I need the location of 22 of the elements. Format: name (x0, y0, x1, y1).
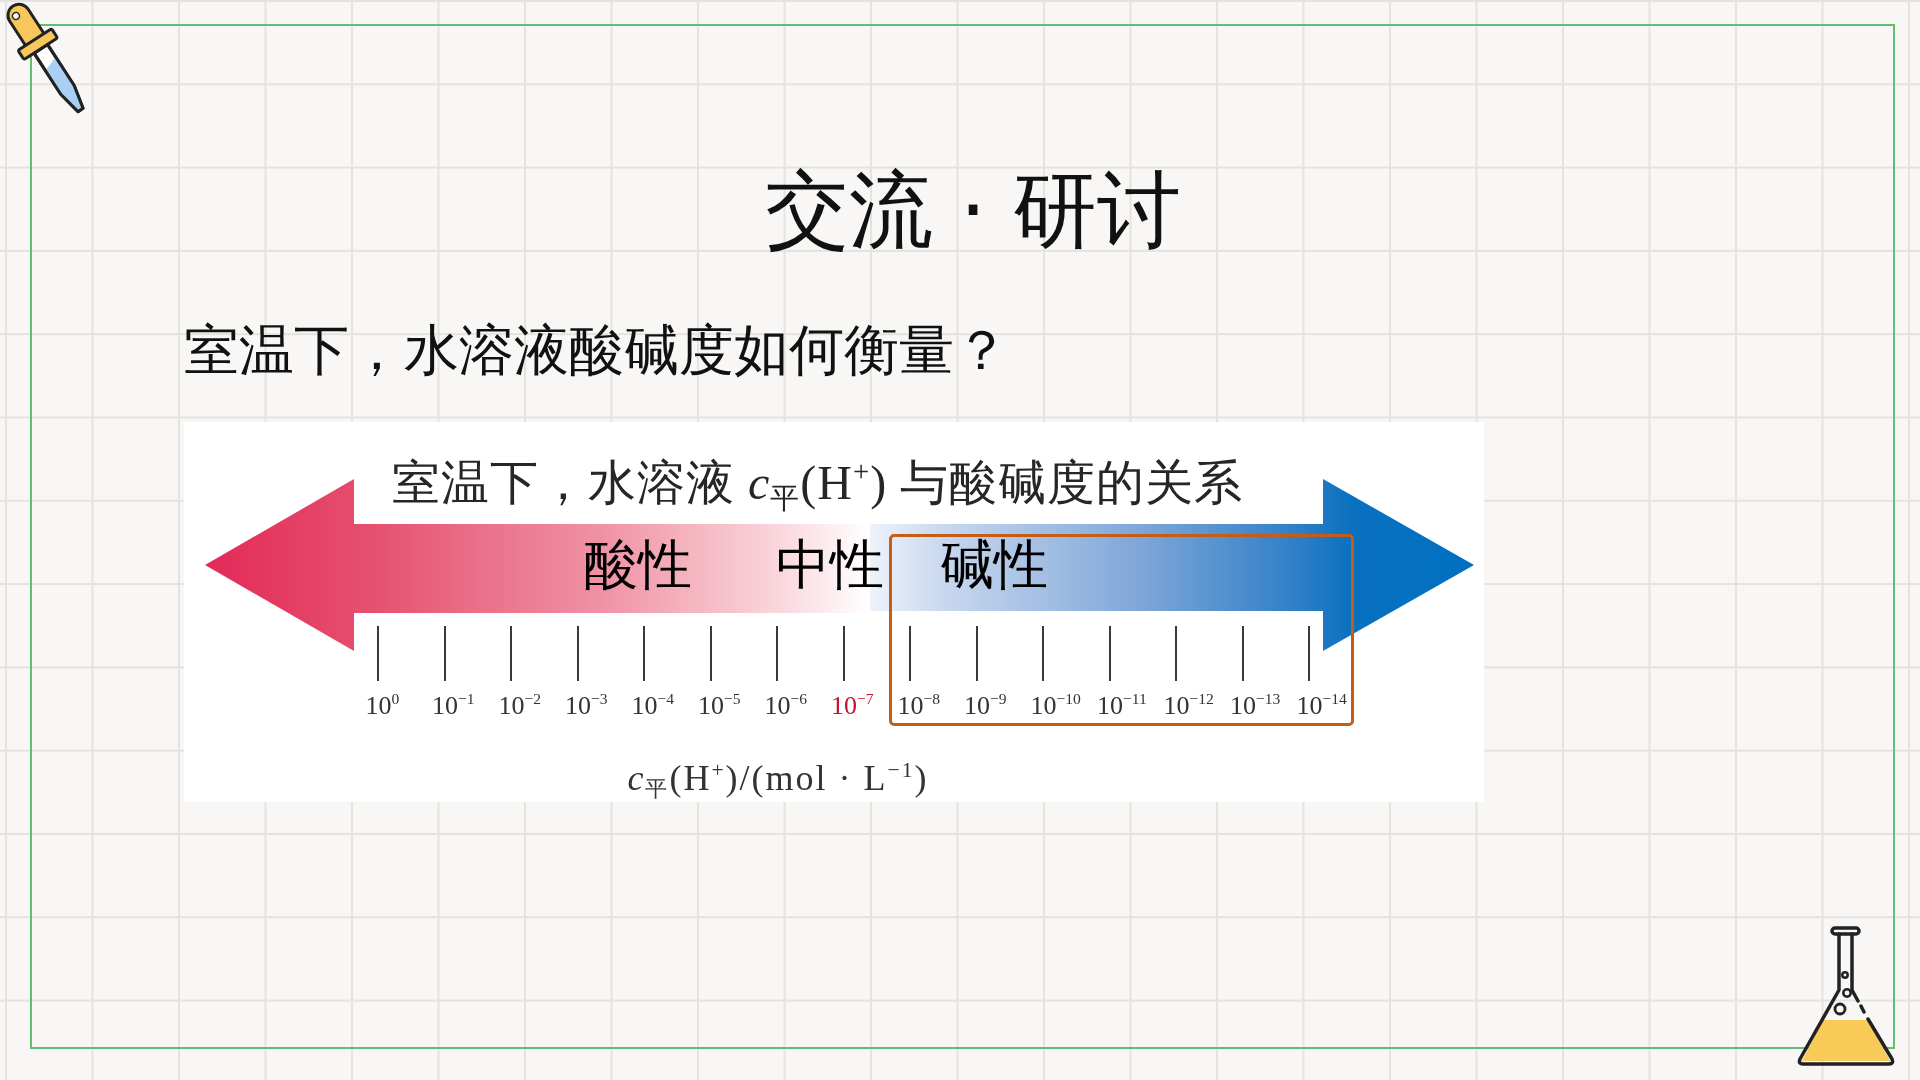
tick-label: 10$^{−9}$ (963, 689, 1007, 723)
tick-label: 10$^{−13}$ (1229, 689, 1281, 723)
tick-label: 10$^{−11}$ (1096, 689, 1147, 723)
axis-label: c$_{平}$(H$^{+}$)/(mol · L$^{−1}$) (627, 756, 929, 804)
slide-title: 交流 · 研讨 (764, 163, 1182, 257)
tick-label: 10$^{0}$ (365, 689, 400, 723)
tick-label: 10$^{−8}$ (897, 689, 940, 723)
tick-label: 10$^{−4}$ (631, 689, 674, 723)
tick-label: 10$^{−12}$ (1163, 689, 1214, 723)
scale-label: 中性 (776, 538, 884, 592)
tick-label: 10$^{−3}$ (564, 689, 608, 723)
scale-label: 酸性 (584, 538, 692, 592)
tick-label: 10$^{−2}$ (498, 689, 541, 723)
tick-label: 10$^{−5}$ (697, 689, 741, 723)
figure-title: 室温下，水溶液 c$_{平}$(H$^{+}$) 与酸碱度的关系 (392, 454, 1244, 516)
tick-label: 10$^{−6}$ (764, 689, 807, 723)
tick-label: 10$^{−7}$ (830, 689, 874, 723)
scale-label: 碱性 (940, 538, 1048, 592)
tick-label: 10$^{−1}$ (431, 689, 475, 723)
question-text: 室温下，水溶液酸碱度如何衡量？ (184, 319, 1009, 383)
tick-label: 10$^{−14}$ (1296, 689, 1347, 723)
tick-label: 10$^{−10}$ (1030, 689, 1081, 723)
